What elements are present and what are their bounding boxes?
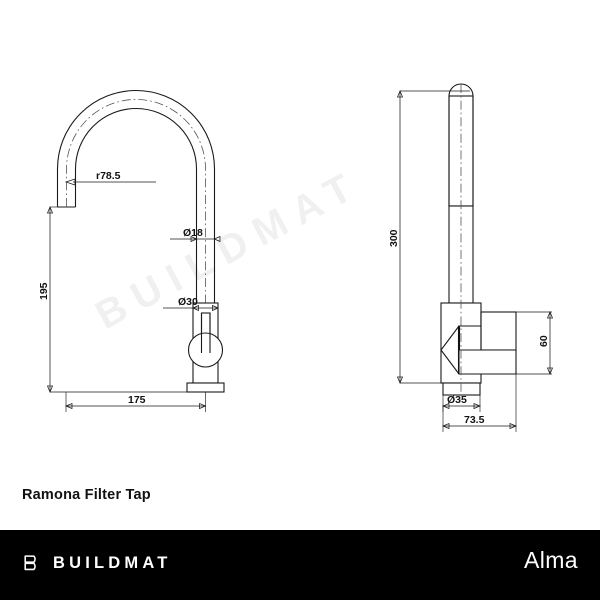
spout-inner-profile — [74, 107, 198, 303]
dimension-height-side: 300 — [388, 90, 470, 384]
dimension-depth-overall: 73.5 — [442, 374, 517, 432]
caption-bar: Ramona Filter Tap — [0, 478, 600, 530]
footer-bar: BUILDMAT Alma — [0, 530, 600, 600]
dim-width-overall-label: 175 — [128, 394, 146, 406]
lever-stem-overlay — [200, 312, 211, 353]
dim-handle-height-label: 60 — [538, 335, 550, 347]
dim-195-arrow-top — [46, 206, 54, 214]
dim-radius-spout-label: r78.5 — [96, 170, 121, 182]
front-view: r78.5 Ø18 Ø30 — [38, 89, 225, 412]
dim-735-arrow-left — [442, 422, 450, 430]
dimension-height-overall: 195 — [38, 206, 190, 393]
dim-60-arrow-bottom — [546, 367, 554, 375]
technical-drawing-area: BUILDMAT — [38, 83, 554, 432]
dim-195-arrow-bottom — [46, 385, 54, 393]
partner-brand-name: Alma — [523, 547, 578, 573]
side-view: 300 60 Ø35 — [388, 83, 554, 432]
dim-dia-spout-label: Ø18 — [183, 227, 203, 239]
dim-d18-arrow-left — [190, 235, 198, 243]
dim-d30-arrow-right — [212, 304, 219, 312]
dim-d18-arrow-right — [213, 235, 221, 243]
dimension-handle-height: 60 — [496, 311, 554, 375]
lever-knob-circle — [187, 332, 224, 368]
watermark-label: BUILDMAT — [89, 161, 369, 338]
lever-pivot-chevron — [440, 325, 460, 375]
technical-drawing-svg: BUILDMAT — [38, 83, 554, 432]
dim-dia-body-label: Ø30 — [178, 296, 198, 308]
dim-dia-base-label: Ø35 — [447, 394, 467, 406]
buildmat-b-logo-icon — [24, 555, 36, 571]
page-title: Ramona Filter Tap — [22, 487, 151, 503]
base-flange-plate — [186, 382, 225, 393]
dim-300-arrow-top — [396, 90, 404, 98]
dim-height-side-label: 300 — [388, 229, 400, 247]
dim-300-arrow-bottom — [396, 376, 404, 384]
dim-175-arrow-right — [199, 402, 207, 410]
riser-tube-edges — [448, 96, 474, 206]
lever-handle-upstand — [480, 311, 517, 351]
dimension-radius-spout: r78.5 — [64, 170, 156, 186]
brand-name: BUILDMAT — [53, 553, 172, 572]
dim-60-arrow-top — [546, 311, 554, 319]
dim-d35-arrow-left — [442, 402, 450, 410]
dim-height-overall-label: 195 — [38, 282, 50, 300]
dim-depth-overall-label: 73.5 — [464, 414, 485, 426]
spout-centerline — [66, 99, 206, 392]
dimension-dia-body: Ø30 — [163, 296, 219, 312]
dim-d30-arrow-left — [192, 304, 199, 312]
dim-735-arrow-right — [509, 422, 517, 430]
dimension-width-overall: 175 — [65, 392, 207, 412]
side-base-flange — [442, 382, 481, 396]
dim-radius-arrow — [64, 178, 76, 186]
dimension-dia-base: Ø35 — [442, 394, 481, 412]
dimension-dia-spout-tube: Ø18 — [170, 227, 221, 243]
watermark: BUILDMAT — [89, 161, 369, 338]
spout-outer-profile — [56, 89, 216, 303]
brand-block: BUILDMAT — [22, 552, 172, 574]
dim-175-arrow-left — [65, 402, 73, 410]
dim-d35-arrow-right — [473, 402, 481, 410]
lever-handle-lower — [458, 349, 517, 375]
